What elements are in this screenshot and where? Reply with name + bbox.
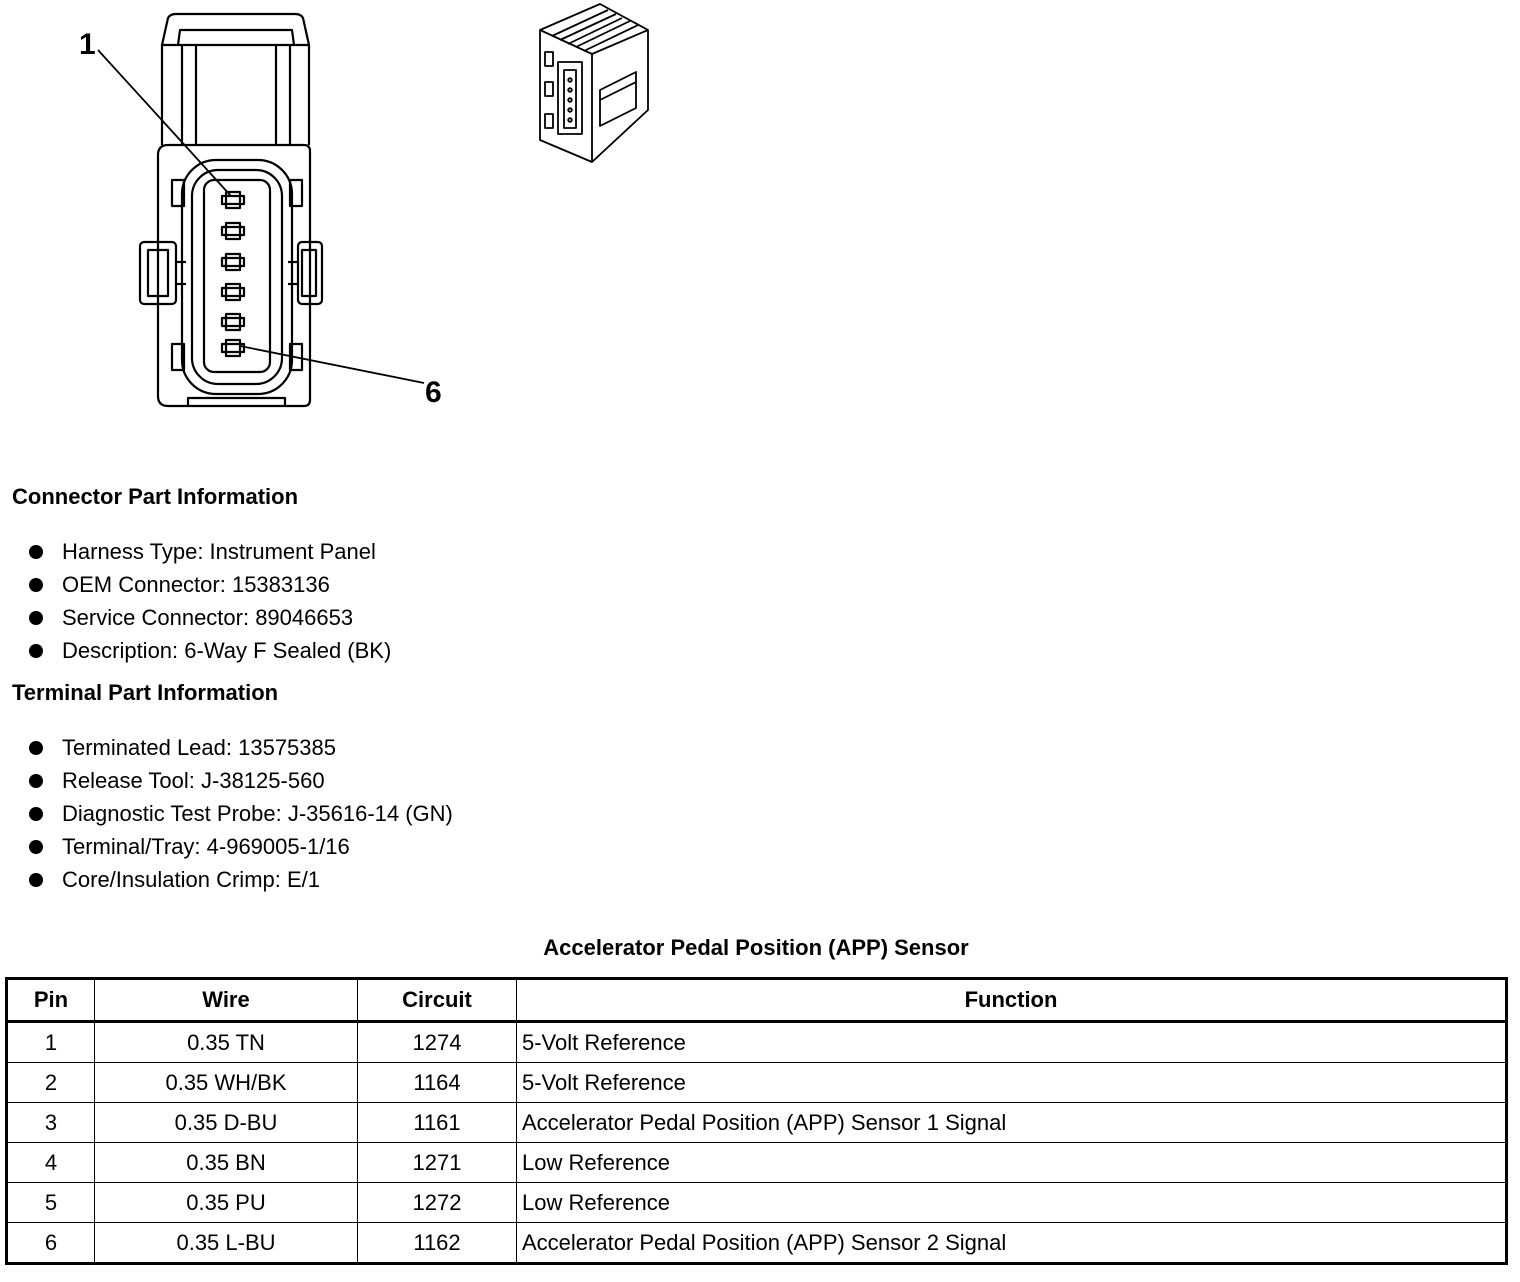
cell-pin: 3: [6, 1102, 95, 1143]
cell-function: Accelerator Pedal Position (APP) Sensor …: [516, 1102, 1507, 1143]
list-item-text: Harness Type: Instrument Panel: [62, 539, 376, 564]
bullet-icon: [29, 578, 43, 592]
cell-circuit: 1162: [357, 1222, 517, 1264]
cell-wire: 0.35 PU: [94, 1182, 358, 1223]
list-item: Core/Insulation Crimp: E/1: [0, 863, 453, 896]
list-item-text: Service Connector: 89046653: [62, 605, 354, 630]
column-header-wire: Wire: [94, 978, 358, 1022]
list-item-text: Description: 6-Way F Sealed (BK): [62, 638, 392, 663]
column-header-circuit: Circuit: [357, 978, 517, 1022]
cell-wire: 0.35 BN: [94, 1142, 358, 1183]
cell-wire: 0.35 WH/BK: [94, 1062, 358, 1103]
cell-circuit: 1164: [357, 1062, 517, 1103]
pin-table-title: Accelerator Pedal Position (APP) Sensor: [543, 935, 969, 960]
connector-part-info-heading: Connector Part Information: [12, 484, 299, 509]
cell-function: 5-Volt Reference: [516, 1021, 1507, 1063]
cell-pin: 4: [6, 1142, 95, 1183]
callout-pin-6: 6: [425, 376, 442, 409]
bullet-icon: [29, 807, 43, 821]
list-item-text: Core/Insulation Crimp: E/1: [62, 867, 320, 892]
list-item: Terminal/Tray: 4-969005-1/16: [0, 830, 453, 863]
cell-wire: 0.35 L-BU: [94, 1222, 358, 1264]
bullet-icon: [29, 611, 43, 625]
connector-front-view: [97, 12, 425, 408]
pin-terminals: [220, 190, 246, 358]
cell-pin: 2: [6, 1062, 95, 1103]
bullet-icon: [29, 840, 43, 854]
cell-circuit: 1274: [357, 1021, 517, 1063]
leader-line-pin-1: [97, 49, 232, 197]
list-item-text: Diagnostic Test Probe: J-35616-14 (GN): [62, 801, 453, 826]
list-item: OEM Connector: 15383136: [0, 568, 391, 601]
cell-wire: 0.35 D-BU: [94, 1102, 358, 1143]
list-item: Description: 6-Way F Sealed (BK): [0, 634, 391, 667]
cell-circuit: 1161: [357, 1102, 517, 1143]
bullet-icon: [29, 545, 43, 559]
connector-diagram: [97, 3, 649, 408]
table-row: 4 0.35 BN 1271 Low Reference: [6, 1142, 1507, 1183]
table-row: 2 0.35 WH/BK 1164 5-Volt Reference: [6, 1062, 1507, 1103]
callout-pin-1: 1: [79, 28, 96, 61]
cell-circuit: 1271: [357, 1142, 517, 1183]
cell-pin: 1: [6, 1021, 95, 1063]
cell-function: 5-Volt Reference: [516, 1062, 1507, 1103]
table-row: 6 0.35 L-BU 1162 Accelerator Pedal Posit…: [6, 1222, 1507, 1264]
table-header-row: Pin Wire Circuit Function: [6, 978, 1507, 1022]
cell-function: Accelerator Pedal Position (APP) Sensor …: [516, 1222, 1507, 1264]
cell-pin: 5: [6, 1182, 95, 1223]
column-header-pin: Pin: [6, 978, 95, 1022]
table-row: 1 0.35 TN 1274 5-Volt Reference: [6, 1021, 1507, 1063]
table-row: 5 0.35 PU 1272 Low Reference: [6, 1182, 1507, 1223]
connector-part-info-list: Harness Type: Instrument Panel OEM Conne…: [0, 535, 391, 667]
list-item-text: Terminal/Tray: 4-969005-1/16: [62, 834, 350, 859]
cell-wire: 0.35 TN: [94, 1021, 358, 1063]
list-item-text: OEM Connector: 15383136: [62, 572, 330, 597]
list-item: Service Connector: 89046653: [0, 601, 391, 634]
column-header-function: Function: [516, 978, 1507, 1022]
leader-line-pin-6: [239, 345, 425, 384]
cell-pin: 6: [6, 1222, 95, 1264]
terminal-part-info-list: Terminated Lead: 13575385 Release Tool: …: [0, 731, 453, 896]
cell-function: Low Reference: [516, 1182, 1507, 1223]
cell-function: Low Reference: [516, 1142, 1507, 1183]
bullet-icon: [29, 873, 43, 887]
cell-circuit: 1272: [357, 1182, 517, 1223]
terminal-part-info-heading: Terminal Part Information: [12, 680, 279, 705]
pin-table: Pin Wire Circuit Function 1 0.35 TN 1274…: [5, 977, 1508, 1265]
table-row: 3 0.35 D-BU 1161 Accelerator Pedal Posit…: [6, 1102, 1507, 1143]
list-item-text: Terminated Lead: 13575385: [62, 735, 336, 760]
list-item: Terminated Lead: 13575385: [0, 731, 453, 764]
bullet-icon: [29, 644, 43, 658]
list-item: Diagnostic Test Probe: J-35616-14 (GN): [0, 797, 453, 830]
bullet-icon: [29, 741, 43, 755]
list-item: Harness Type: Instrument Panel: [0, 535, 391, 568]
bullet-icon: [29, 774, 43, 788]
list-item-text: Release Tool: J-38125-560: [62, 768, 325, 793]
connector-isometric-view: [539, 3, 649, 163]
list-item: Release Tool: J-38125-560: [0, 764, 453, 797]
